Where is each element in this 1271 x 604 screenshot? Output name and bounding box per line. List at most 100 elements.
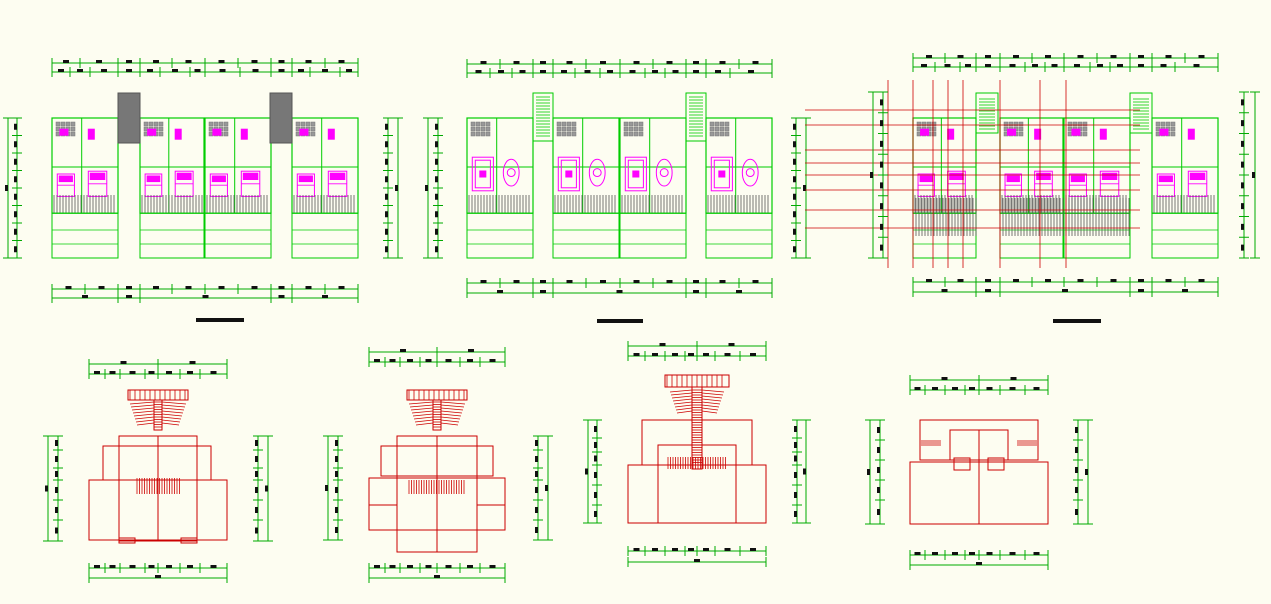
dimension-text-mark	[794, 472, 797, 478]
dimension-text-mark	[736, 290, 742, 293]
dimension-text-mark	[724, 548, 731, 551]
dimension-text-mark	[252, 69, 259, 72]
dimension-text-mark	[594, 472, 597, 478]
dimension-text-mark	[1051, 64, 1058, 67]
dimension-text-mark	[880, 244, 883, 251]
dining-table-icon	[502, 158, 520, 187]
dimension-text-mark	[750, 548, 756, 551]
plan3-bottom-dimension	[912, 277, 1219, 287]
dimension-text-mark	[346, 69, 352, 72]
elev3-bottom-dimension	[627, 546, 767, 556]
dimension-text-mark	[1110, 55, 1117, 58]
tile-floor-pattern	[709, 121, 730, 137]
elevations-layer	[43, 341, 1093, 583]
dimension-text-mark	[672, 70, 679, 73]
dimension-text-mark	[187, 371, 193, 374]
dimension-text-mark	[877, 467, 880, 473]
dimension-text-mark	[921, 64, 927, 67]
dimension-text-mark	[957, 55, 964, 58]
plan3-right-dimension-inner	[1239, 91, 1249, 259]
plan3-top-dimension-outer	[912, 53, 1219, 63]
elevation-1-drawing	[88, 389, 228, 544]
dimension-text-mark	[969, 552, 975, 555]
elevation-1	[43, 359, 273, 583]
dimension-text-mark	[985, 279, 991, 282]
dimension-text-mark	[932, 552, 938, 555]
dimension-text-mark	[652, 70, 658, 73]
dimension-text-mark	[545, 485, 548, 491]
apartment-unit	[466, 117, 534, 259]
dimension-text-mark	[1075, 509, 1078, 515]
dimension-text-mark	[877, 447, 880, 453]
dimension-text-mark	[985, 289, 991, 292]
dimension-text-mark	[1241, 99, 1244, 106]
dimension-text-mark	[600, 61, 606, 64]
dimension-text-mark	[594, 455, 597, 462]
plan2-bottom-dimension-total	[466, 288, 773, 298]
dimension-text-mark	[298, 69, 304, 72]
dimension-text-mark	[335, 487, 338, 493]
elev3-bottom-dimension-total	[627, 557, 767, 567]
bed-icon	[1099, 170, 1120, 197]
elev1-bottom-dimension	[88, 563, 228, 573]
stair-core	[532, 92, 554, 142]
elev1-right-dimension-total	[263, 435, 273, 542]
dimension-text-mark	[435, 158, 438, 165]
dimension-text-mark	[126, 60, 132, 63]
dimension-text-mark	[385, 193, 388, 200]
sofa-icon	[471, 156, 494, 192]
dimension-text-mark	[914, 387, 921, 390]
stair-tower-shaded	[269, 92, 293, 144]
dimension-text-mark	[148, 565, 155, 568]
plan2-right-dimension-inner	[791, 117, 801, 259]
dimension-text-mark	[752, 61, 759, 64]
dimension-text-mark	[535, 527, 538, 533]
plan3-right-dimension-total	[1250, 91, 1260, 259]
dining-table-icon	[741, 158, 759, 187]
dimension-text-mark	[728, 343, 735, 346]
plan1-left-dimension-total	[3, 117, 13, 259]
apartment-unit	[619, 117, 687, 259]
dimension-text-mark	[693, 290, 699, 293]
dimension-text-mark	[666, 280, 673, 283]
dimension-text-mark	[126, 286, 132, 289]
elev1-bottom-dimension-total	[88, 573, 228, 583]
roof-column	[153, 399, 163, 431]
elev4-bottom-dimension	[909, 550, 1049, 560]
dimension-text-mark	[877, 487, 880, 493]
dimension-text-mark	[255, 456, 258, 462]
dimension-text-mark	[1160, 64, 1167, 67]
dimension-text-mark	[513, 61, 520, 64]
elev1-top-dimension-total	[88, 359, 228, 369]
dimension-text-mark	[880, 140, 883, 147]
dimension-text-mark	[400, 349, 406, 352]
dimension-text-mark	[335, 456, 338, 462]
elev4-top-dimension-total	[909, 375, 1049, 385]
dimension-text-mark	[1075, 467, 1078, 473]
dimension-text-mark	[880, 161, 883, 168]
balcony-hatch	[468, 195, 530, 214]
elev4-top-dimension	[909, 385, 1049, 395]
elevation-main-body	[657, 444, 737, 524]
balcony-hatch	[53, 195, 115, 214]
dimension-text-mark	[752, 280, 759, 283]
dimension-text-mark	[1085, 469, 1088, 475]
garden-plot-outline	[139, 212, 205, 259]
dimension-text-mark	[147, 69, 153, 72]
plan3-top-dimension-inner	[912, 62, 1219, 72]
dimension-text-mark	[407, 565, 413, 568]
captions-layer	[196, 318, 1101, 323]
dimension-text-mark	[535, 487, 538, 493]
parking-hatch	[999, 198, 1130, 236]
dimension-text-mark	[94, 371, 100, 374]
dimension-text-mark	[535, 440, 538, 446]
elev3-right-dimension	[792, 419, 802, 524]
bed-icon	[327, 170, 348, 197]
dimension-text-mark	[513, 280, 520, 283]
balcony-hatch	[707, 195, 769, 214]
dimension-text-mark	[129, 565, 136, 568]
dimension-text-mark	[803, 468, 806, 475]
dimension-text-mark	[535, 456, 538, 462]
stair-core	[1129, 92, 1153, 134]
